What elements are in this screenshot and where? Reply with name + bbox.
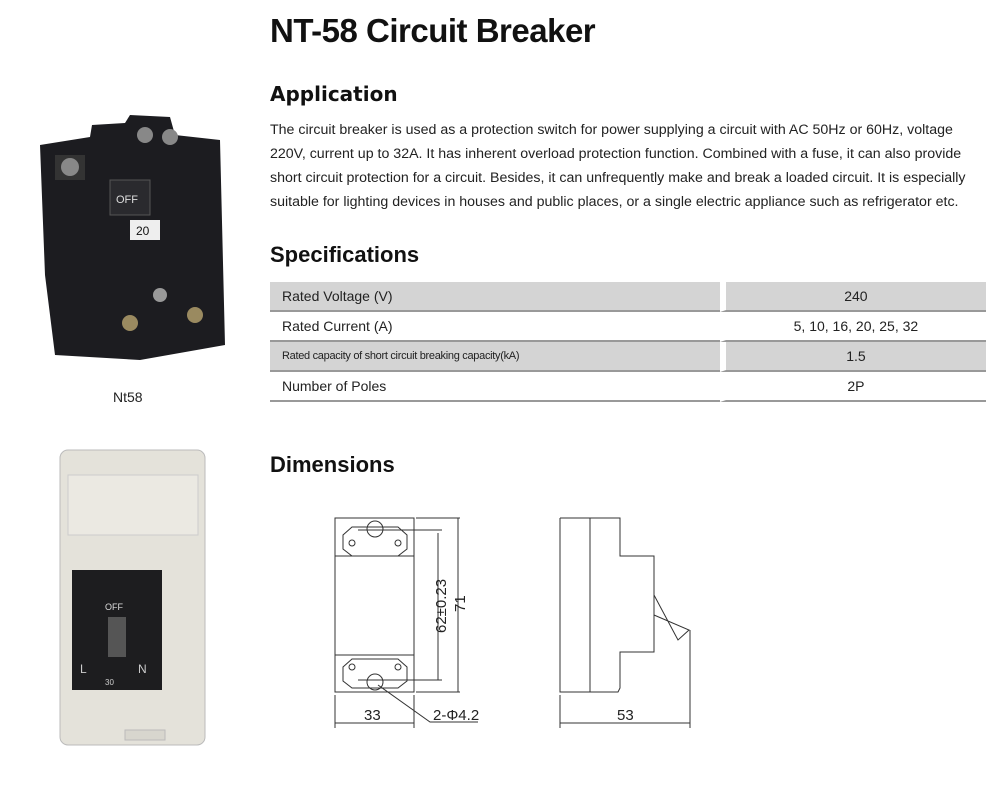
dim-height: 71 [452, 595, 469, 612]
rating-label-2: 30 [105, 678, 114, 687]
table-row: Rated Current (A)5, 10, 16, 20, 25, 32 [270, 312, 986, 342]
specifications-heading: Specifications [270, 242, 420, 267]
spec-value: 2P [719, 372, 986, 402]
spec-label: Rated capacity of short circuit breaking… [270, 342, 720, 372]
spec-label: Number of Poles [270, 372, 720, 402]
application-text: The circuit breaker is used as a protect… [270, 122, 966, 210]
page-title: NT-58 Circuit Breaker [270, 12, 596, 49]
spec-value: 5, 10, 16, 20, 25, 32 [719, 312, 986, 342]
dim-hole-spacing: 62±0.23 [433, 579, 450, 633]
rating-label: 20 [136, 224, 150, 238]
spec-value: 240 [719, 282, 986, 312]
spec-value: 1.5 [719, 342, 986, 372]
dim-width: 33 [364, 707, 381, 724]
product-caption: Nt58 [113, 389, 143, 405]
dimensions-heading: Dimensions [270, 452, 395, 477]
l-label: L [80, 662, 87, 676]
dim-depth: 53 [617, 707, 634, 724]
spec-label: Rated Voltage (V) [270, 282, 720, 312]
nt58-breaker-photo: OFF 20 [40, 115, 225, 360]
n-label: N [138, 662, 147, 676]
application-heading: Application [270, 82, 398, 106]
table-row: Rated Voltage (V)240 [270, 282, 986, 312]
table-row: Rated capacity of short circuit breaking… [270, 342, 986, 372]
off-label-2: OFF [105, 602, 123, 612]
spec-label: Rated Current (A) [270, 312, 720, 342]
dim-holes: 2-Φ4.2 [433, 707, 479, 724]
enclosed-breaker-photo: OFF L N 30 [59, 449, 206, 746]
off-label: OFF [116, 194, 138, 206]
specifications-table: Rated Voltage (V)240 Rated Current (A)5,… [270, 282, 986, 402]
